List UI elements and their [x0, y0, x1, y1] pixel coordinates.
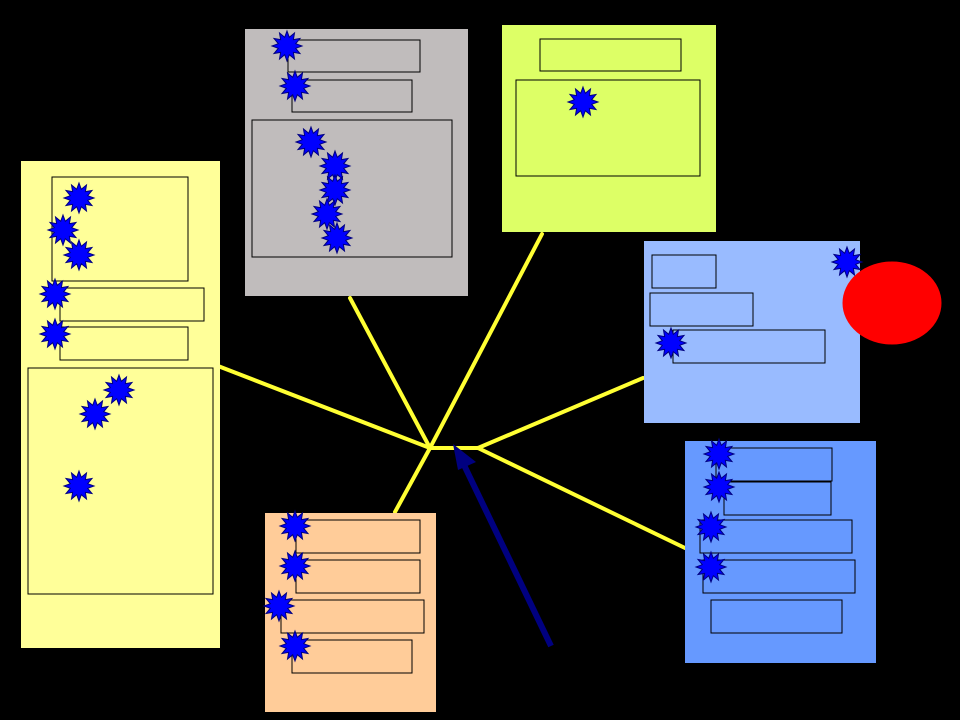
panel-blue-box-1 — [715, 447, 833, 482]
arrow-head — [453, 444, 476, 470]
panel-blue-box-5 — [710, 599, 843, 634]
panel-peach-box-4 — [291, 639, 413, 674]
panel-lime-body — [502, 25, 716, 232]
burst-star-icon — [566, 85, 600, 119]
burst-star-icon — [278, 549, 312, 583]
burst-star-icon — [62, 181, 96, 215]
burst-star-icon — [318, 173, 352, 207]
panel-gray — [245, 29, 468, 296]
panel-light-blue-box-2 — [649, 292, 754, 327]
burst-star-icon — [62, 238, 96, 272]
connector-gray-panel — [348, 296, 432, 450]
panel-light-blue — [644, 241, 860, 423]
burst-star-icon — [78, 397, 112, 431]
burst-star-icon — [654, 326, 688, 360]
panel-lime-box-2 — [515, 79, 701, 177]
burst-star-icon — [320, 221, 354, 255]
burst-star-icon — [262, 589, 296, 623]
panel-lime — [502, 25, 716, 232]
star-markers — [38, 29, 864, 663]
burst-star-icon — [102, 373, 136, 407]
panel-blue-box-3 — [699, 519, 853, 554]
panel-blue-body — [685, 441, 876, 663]
connector-peach-panel — [393, 446, 432, 514]
panel-blue — [685, 441, 876, 663]
panel-light-blue-box-1 — [651, 254, 717, 289]
burst-star-icon — [270, 29, 304, 63]
burst-star-icon — [38, 277, 72, 311]
burst-star-icon — [278, 509, 312, 543]
burst-star-icon — [294, 125, 328, 159]
burst-star-icon — [830, 245, 864, 279]
panel-gray-box-3 — [251, 119, 453, 258]
burst-star-icon — [278, 629, 312, 663]
arrow-icon — [453, 444, 554, 648]
burst-star-icon — [694, 510, 728, 544]
burst-star-icon — [702, 437, 736, 471]
burst-star-icon — [46, 213, 80, 247]
connector-blue-panel — [476, 446, 687, 550]
panel-gray-body — [245, 29, 468, 296]
burst-star-icon — [38, 317, 72, 351]
red-circle-icon — [842, 261, 942, 345]
connector-left-panel — [216, 364, 432, 450]
burst-star-icon — [694, 550, 728, 584]
panel-peach-body — [265, 513, 436, 712]
burst-star-icon — [702, 470, 736, 504]
connectors — [216, 232, 687, 550]
panel-yellow — [21, 161, 220, 648]
panel-light-blue-body — [644, 241, 860, 423]
arrow-shaft — [461, 463, 554, 648]
panel-blue-box-4 — [702, 559, 856, 594]
burst-star-icon — [62, 469, 96, 503]
burst-star-icon — [310, 197, 344, 231]
panel-lime-box-1 — [539, 38, 682, 72]
panel-yellow-body — [21, 161, 220, 648]
burst-star-icon — [278, 69, 312, 103]
connector-lime-panel — [428, 232, 544, 450]
panel-gray-box-2 — [291, 79, 413, 113]
connector-light-blue-panel — [476, 376, 645, 450]
panel-yellow-box-4 — [27, 367, 214, 595]
